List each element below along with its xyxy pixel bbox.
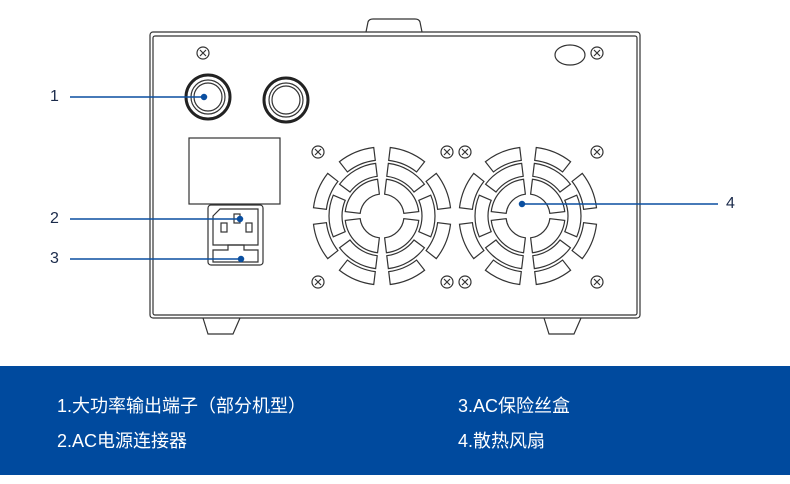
fan-grille-slot <box>344 178 381 215</box>
screw-icon <box>440 275 454 289</box>
fan-grille-slot <box>484 259 522 286</box>
screw-icon <box>311 275 325 289</box>
screw-icon <box>458 275 472 289</box>
fan-grille-slot <box>425 222 452 260</box>
device-rear-panel-diagram <box>70 18 718 335</box>
callout-dot-1 <box>200 93 208 101</box>
callout-dot-2 <box>236 215 244 223</box>
fan-grille-slot <box>532 239 572 270</box>
brand-logo <box>554 44 586 66</box>
fan-grille-slot <box>474 194 493 238</box>
fan-grille-slot <box>417 194 436 238</box>
legend-item-3: 3.AC保险丝盒 <box>458 396 571 416</box>
fan-grille-slot <box>338 259 376 286</box>
fan-grille-slot <box>425 172 452 210</box>
cooling-fan-1 <box>312 146 452 286</box>
output-terminal-2 <box>262 76 310 124</box>
legend-band: 1.大功率输出端子（部分机型） 2.AC电源连接器 3.AC保险丝盒 4.散热风… <box>0 366 790 475</box>
fuse-box <box>212 244 259 263</box>
fan-grille-slot <box>484 162 524 193</box>
fan-grille-slot <box>344 217 381 254</box>
callout-number-3: 3 <box>50 250 59 267</box>
panel-outer <box>149 31 641 319</box>
fan-grille-slot <box>490 178 527 215</box>
fan-grille-slot <box>490 217 527 254</box>
fan-grille-slot <box>563 194 582 238</box>
panel-inner <box>152 35 638 316</box>
callout-number-4: 4 <box>726 195 735 212</box>
fan-grille-slot <box>386 162 426 193</box>
top-handle <box>365 18 423 33</box>
legend-item-1: 1.大功率输出端子（部分机型） <box>57 396 307 416</box>
fan-grille-slot <box>338 146 376 173</box>
fan-grille-slot <box>571 222 598 260</box>
label-plate <box>188 137 281 205</box>
fan-grille-slot <box>534 259 572 286</box>
screw-icon <box>458 145 472 159</box>
fan-grille-slot <box>388 259 426 286</box>
fan-grille-slot <box>532 162 572 193</box>
fan-grille-slot <box>338 162 378 193</box>
foot-right <box>543 317 582 335</box>
fan-grille-slot <box>458 222 485 260</box>
screw-icon <box>590 46 604 60</box>
screw-icon <box>196 46 210 60</box>
callout-number-2: 2 <box>50 210 59 227</box>
fan-grille-slot <box>484 239 524 270</box>
cooling-fan-2 <box>458 146 598 286</box>
screw-icon <box>440 145 454 159</box>
fan-grille-slot <box>529 217 566 254</box>
foot-left <box>202 317 241 335</box>
fan-grille-slot <box>529 178 566 215</box>
screw-icon <box>311 145 325 159</box>
callout-dot-4 <box>518 200 526 208</box>
fan-grille-slot <box>458 172 485 210</box>
fan-grille-slot <box>312 172 339 210</box>
fan-grille-slot <box>484 146 522 173</box>
screw-icon <box>590 275 604 289</box>
fan-grille-slot <box>338 239 378 270</box>
fan-grille-slot <box>328 194 347 238</box>
fan-grille-slot <box>388 146 426 173</box>
legend-item-4: 4.散热风扇 <box>458 431 546 451</box>
fan-grille-slot <box>312 222 339 260</box>
callout-number-1: 1 <box>50 88 59 105</box>
fan-grille-slot <box>383 178 420 215</box>
screw-icon <box>590 145 604 159</box>
callout-dot-3 <box>237 255 245 263</box>
fan-grille-slot <box>386 239 426 270</box>
ac-power-connector <box>207 204 264 266</box>
legend-item-2: 2.AC电源连接器 <box>57 431 188 451</box>
fan-grille-slot <box>571 172 598 210</box>
fan-grille-slot <box>534 146 572 173</box>
fan-grille-slot <box>383 217 420 254</box>
